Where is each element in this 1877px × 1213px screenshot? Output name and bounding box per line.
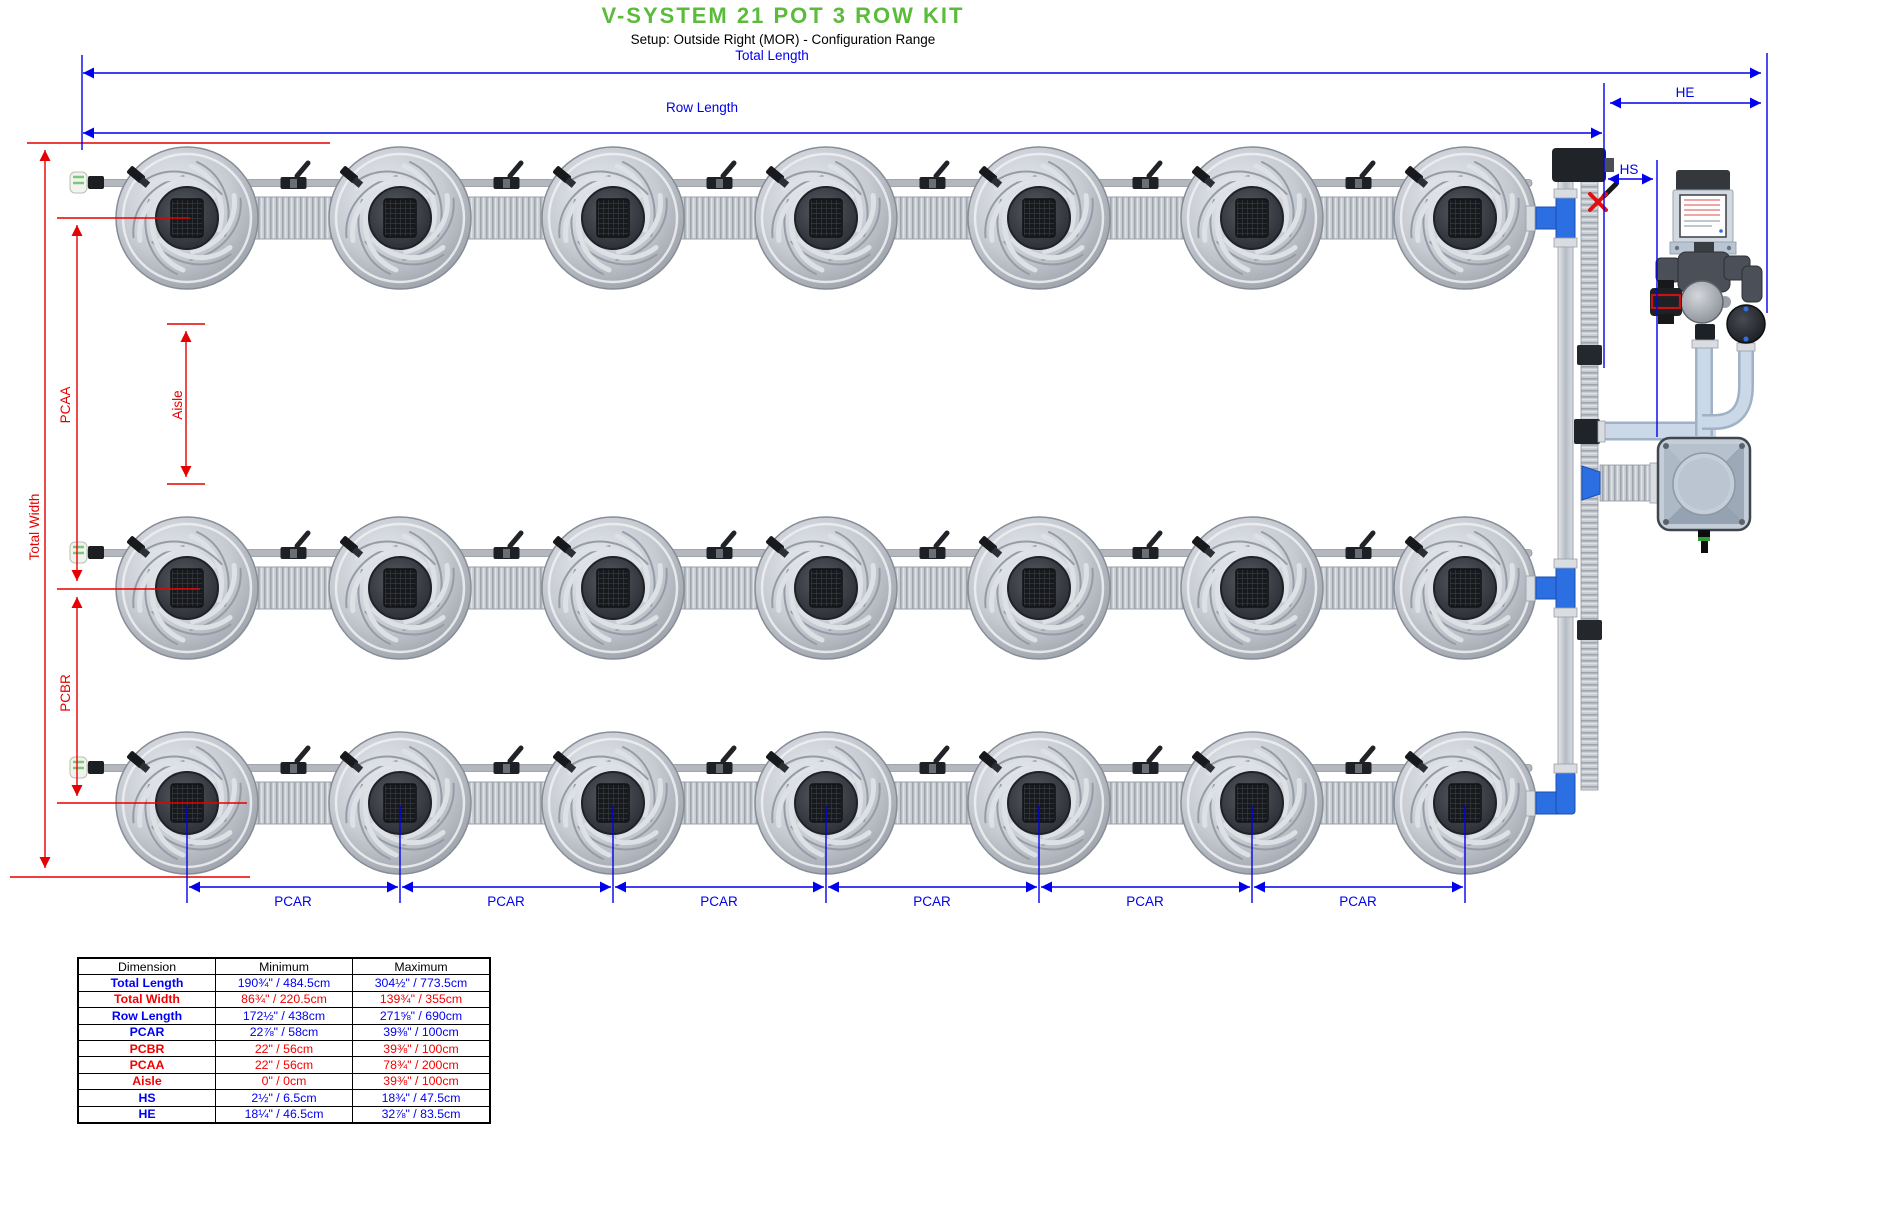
max-value: 39⅜" / 100cm bbox=[352, 1039, 491, 1058]
min-value: 190¾" / 484.5cm bbox=[215, 974, 353, 992]
max-value: 32⅞" / 83.5cm bbox=[352, 1105, 491, 1124]
pcbr-label: PCBR bbox=[58, 674, 73, 712]
min-value: 0" / 0cm bbox=[215, 1072, 353, 1091]
table-row: PCAA 22" / 56cm 78¾" / 200cm bbox=[77, 1056, 491, 1074]
pcar-label: PCAR bbox=[1126, 894, 1164, 909]
dimension-name: Total Length bbox=[77, 974, 216, 992]
min-value: 22" / 56cm bbox=[215, 1039, 353, 1058]
table-row: HS 2½" / 6.5cm 18¾" / 47.5cm bbox=[77, 1089, 491, 1107]
blue-dimensions bbox=[81, 53, 1768, 903]
pot bbox=[755, 517, 897, 659]
table-row: Row Length 172½" / 438cm 271⅝" / 690cm bbox=[77, 1007, 491, 1025]
total-length-label: Total Length bbox=[735, 48, 809, 63]
min-value: 22" / 56cm bbox=[215, 1056, 353, 1074]
min-value: 22⅞" / 58cm bbox=[215, 1023, 353, 1041]
dimension-table: Dimension Minimum Maximum Total Length 1… bbox=[77, 957, 491, 1124]
dimension-name: Row Length bbox=[77, 1007, 216, 1025]
header-dimension: Dimension bbox=[77, 957, 216, 976]
dimension-name: Aisle bbox=[77, 1072, 216, 1091]
table-row: PCAR 22⅞" / 58cm 39⅜" / 100cm bbox=[77, 1023, 491, 1041]
max-value: 39⅜" / 100cm bbox=[352, 1072, 491, 1091]
max-value: 39⅜" / 100cm bbox=[352, 1023, 491, 1041]
dimension-name: PCBR bbox=[77, 1039, 216, 1058]
max-value: 304½" / 773.5cm bbox=[352, 974, 491, 992]
max-value: 139¾" / 355cm bbox=[352, 990, 491, 1009]
pot bbox=[542, 517, 684, 659]
manifold bbox=[1525, 148, 1659, 817]
max-value: 18¾" / 47.5cm bbox=[352, 1089, 491, 1107]
pot bbox=[329, 517, 471, 659]
pot bbox=[968, 147, 1110, 289]
pcar-label: PCAR bbox=[1339, 894, 1377, 909]
pot bbox=[968, 517, 1110, 659]
pcaa-label: PCAA bbox=[58, 387, 73, 424]
min-value: 18¼" / 46.5cm bbox=[215, 1105, 353, 1124]
header-maximum: Maximum bbox=[352, 957, 491, 976]
table-row: Aisle 0" / 0cm 39⅜" / 100cm bbox=[77, 1072, 491, 1091]
red-dimensions bbox=[10, 142, 330, 878]
pot bbox=[1394, 517, 1536, 659]
total-width-label: Total Width bbox=[27, 494, 42, 561]
he-label: HE bbox=[1676, 85, 1695, 100]
table-row: HE 18¼" / 46.5cm 32⅞" / 83.5cm bbox=[77, 1105, 491, 1124]
max-value: 78¾" / 200cm bbox=[352, 1056, 491, 1074]
header-minimum: Minimum bbox=[215, 957, 353, 976]
pcar-label: PCAR bbox=[700, 894, 738, 909]
table-row: Total Width 86¾" / 220.5cm 139¾" / 355cm bbox=[77, 990, 491, 1009]
dimension-name: Total Width bbox=[77, 990, 216, 1009]
title-block: V-SYSTEM 21 POT 3 ROW KIT Setup: Outside… bbox=[0, 3, 1566, 47]
row-length-label: Row Length bbox=[666, 100, 738, 115]
page-title: V-SYSTEM 21 POT 3 ROW KIT bbox=[601, 3, 965, 28]
hs-label: HS bbox=[1620, 162, 1639, 177]
dimension-name: PCAA bbox=[77, 1056, 216, 1074]
pump-assembly bbox=[1574, 170, 1766, 553]
min-value: 172½" / 438cm bbox=[215, 1007, 353, 1025]
page-subtitle: Setup: Outside Right (MOR) - Configurati… bbox=[630, 32, 936, 47]
reservoir-tank bbox=[1656, 436, 1752, 553]
table-header-row: Dimension Minimum Maximum bbox=[77, 957, 491, 976]
min-value: 2½" / 6.5cm bbox=[215, 1089, 353, 1107]
pot bbox=[329, 147, 471, 289]
pot bbox=[1394, 147, 1536, 289]
pot bbox=[116, 517, 258, 659]
min-value: 86¾" / 220.5cm bbox=[215, 990, 353, 1009]
pot bbox=[1181, 147, 1323, 289]
dimension-name: PCAR bbox=[77, 1023, 216, 1041]
dimension-name: HE bbox=[77, 1105, 216, 1124]
pump-body bbox=[1650, 242, 1766, 349]
table-row: PCBR 22" / 56cm 39⅜" / 100cm bbox=[77, 1039, 491, 1058]
pot bbox=[755, 147, 897, 289]
pot bbox=[1181, 517, 1323, 659]
pcar-label: PCAR bbox=[487, 894, 525, 909]
pcar-label: PCAR bbox=[913, 894, 951, 909]
max-value: 271⅝" / 690cm bbox=[352, 1007, 491, 1025]
dimension-name: HS bbox=[77, 1089, 216, 1107]
pump-controller bbox=[1669, 170, 1737, 255]
pcar-label: PCAR bbox=[274, 894, 312, 909]
table-row: Total Length 190¾" / 484.5cm 304½" / 773… bbox=[77, 974, 491, 992]
pot bbox=[542, 147, 684, 289]
aisle-label: Aisle bbox=[170, 390, 185, 419]
